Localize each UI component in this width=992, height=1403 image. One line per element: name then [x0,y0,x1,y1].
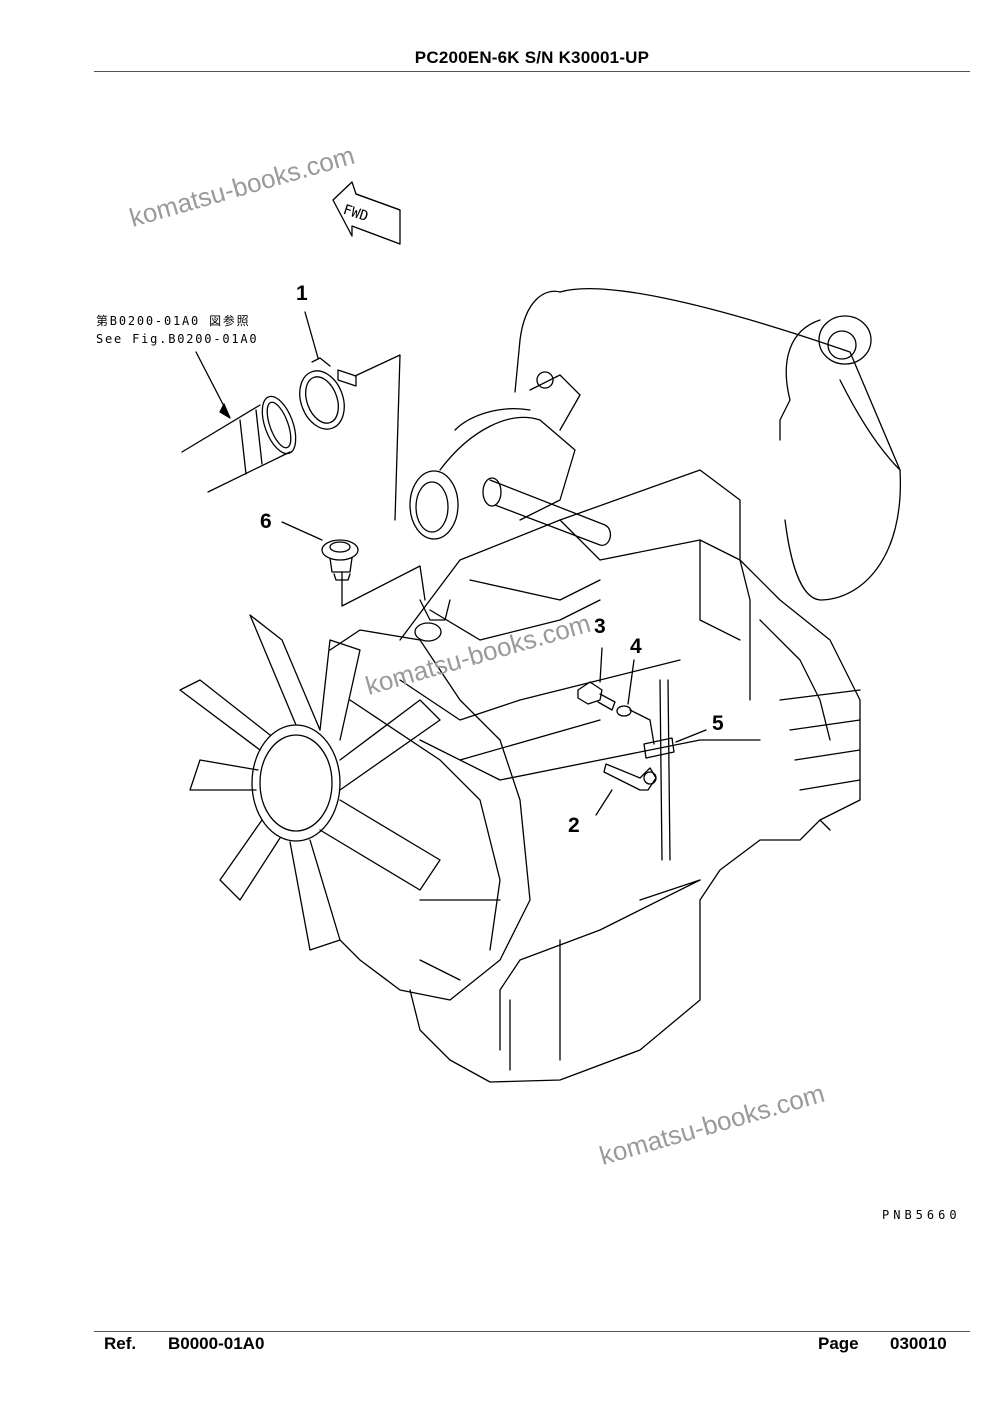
cross-reference-jp: 第B0200-01A0 図参照 [96,314,251,328]
bolt-part [577,681,616,711]
ref-value: B0000-01A0 [168,1334,265,1353]
callout-2: 2 [568,814,580,837]
hose-part [181,395,297,493]
fwd-arrow-icon [332,181,401,245]
cross-reference: 第B0200-01A0 図参照 See Fig.B0200-01A0 [96,312,258,348]
footer-rule [94,1331,970,1332]
washer-part [616,705,632,717]
ref-label: Ref. [104,1334,137,1353]
drawing-number: PNB5660 [882,1208,961,1222]
fan-assembly [179,614,441,951]
header-rule [94,71,970,72]
hose-clamp-part [299,357,357,430]
callout-1: 1 [296,282,308,305]
callout-5: 5 [712,712,724,735]
cross-reference-en: See Fig.B0200-01A0 [96,332,259,346]
callout-4: 4 [630,635,642,658]
page-title: PC200EN-6K S/N K30001-UP [414,48,650,67]
plug-part [321,539,359,581]
callout-3: 3 [594,615,606,638]
callout-6: 6 [260,510,272,533]
page-label: Page [818,1334,859,1353]
bracket-part [603,763,657,791]
page-number: 030010 [890,1334,947,1353]
